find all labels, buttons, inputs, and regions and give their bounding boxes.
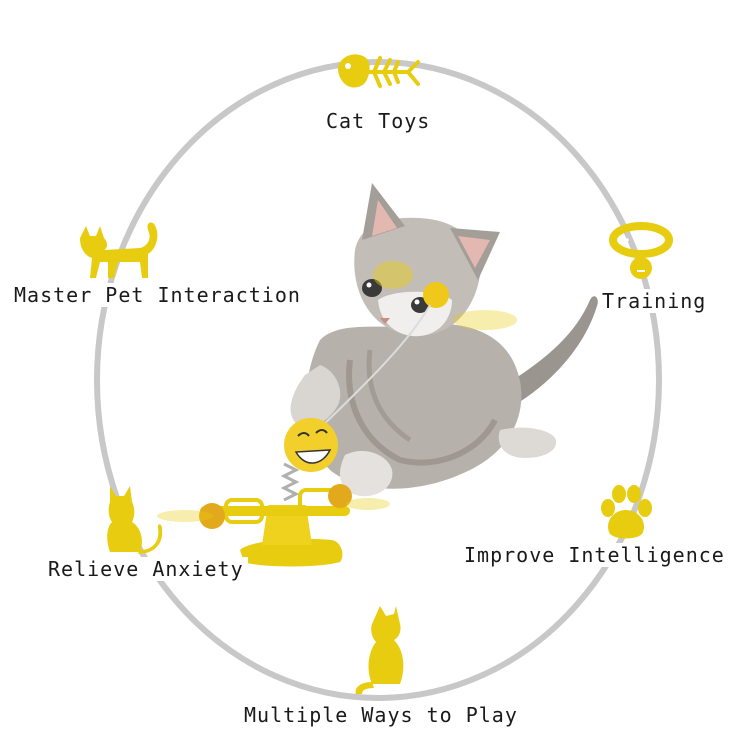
collar-bell-icon [609,222,673,279]
sitting-cat-icon [107,486,162,554]
feature-label-improve-intelligence: Improve Intelligence [460,543,729,567]
feature-label-multiple-ways-to-play: Multiple Ways to Play [240,703,522,727]
fish-bone-icon [338,54,420,88]
feature-label-training: Training [598,289,711,313]
feature-label-cat-toys: Cat Toys [322,109,435,133]
feature-label-relieve-anxiety: Relieve Anxiety [44,557,248,581]
paw-print-icon [601,485,652,539]
feature-label-master-pet-interaction: Master Pet Interaction [10,283,305,307]
walking-cat-icon [80,222,158,278]
sitting-cat-back-icon [355,606,404,694]
